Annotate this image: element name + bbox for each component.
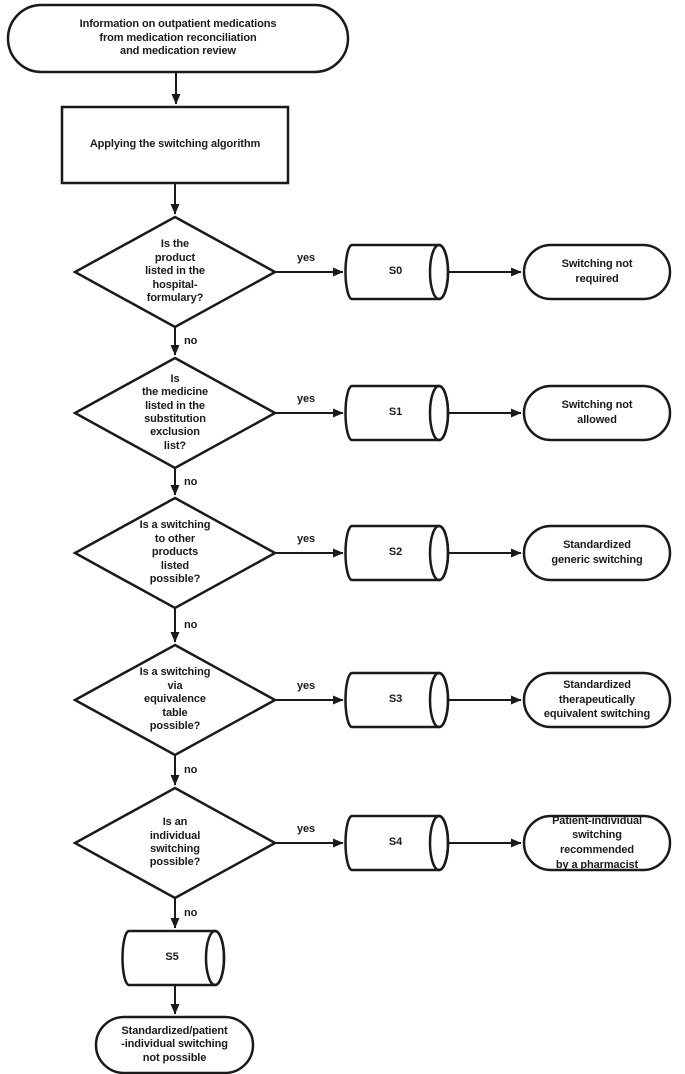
start-terminator-label: Information on outpatient medications fr…: [79, 18, 277, 58]
storage-s4-cap: [428, 814, 450, 872]
storage-s5-label: S5: [165, 951, 179, 964]
final-outcome-label: Standardized/patient -individual switchi…: [121, 1024, 228, 1064]
outcome-switching-not-required: [522, 243, 672, 301]
outcome-equivalent-switching: [522, 671, 672, 729]
storage-s1-label: S1: [388, 406, 403, 419]
decision-other-products-label: Is a switching to other products listed …: [139, 519, 211, 586]
outcome-1-label: Switching not allowed: [561, 399, 633, 426]
outcome-0-label: Switching not required: [561, 258, 633, 285]
yes-label-3: yes: [296, 680, 316, 693]
final-terminator: [94, 1015, 255, 1074]
no-label-3: no: [184, 764, 198, 777]
storage-s0-label: S0: [388, 265, 403, 278]
storage-s2-cap: [428, 524, 450, 582]
outcome-2-label: Standardized generic switching: [551, 539, 643, 566]
decision-individual-switching-label: Is an individual switching possible?: [149, 816, 201, 869]
storage-s3-label: S3: [388, 693, 403, 706]
outcome-4-label: Patient-individual switching recommended…: [552, 814, 642, 871]
yes-label-0: yes: [296, 252, 316, 265]
decision-equivalence-table-label: Is a switching via equivalence table pos…: [139, 666, 211, 733]
storage-s2-label: S2: [388, 546, 403, 559]
outcome-generic-switching: [522, 524, 672, 582]
storage-s5-cap: [204, 929, 226, 987]
outcome-switching-not-allowed: [522, 384, 672, 442]
outcome-patient-individual: [522, 814, 672, 872]
process-box: [60, 105, 290, 185]
decision-formulary-label: Is the product listed in the hospital- f…: [145, 238, 205, 305]
start-terminator: [6, 3, 350, 74]
yes-label-2: yes: [296, 533, 316, 546]
yes-label-1: yes: [296, 393, 316, 406]
no-label-1: no: [184, 476, 198, 489]
outcome-3-label: Standardized therapeutically equivalent …: [543, 679, 651, 721]
process-box-label: Applying the switching algorithm: [89, 138, 261, 151]
decision-exclusion-list-label: Is the medicine listed in the substituti…: [141, 372, 209, 452]
yes-label-4: yes: [296, 823, 316, 836]
storage-s0-cap: [428, 243, 450, 301]
storage-s4-label: S4: [388, 836, 403, 849]
storage-s3-cap: [428, 671, 450, 729]
no-label-2: no: [184, 619, 198, 632]
no-label-0: no: [184, 335, 198, 348]
no-label-4: no: [184, 907, 198, 920]
storage-s1-cap: [428, 384, 450, 442]
